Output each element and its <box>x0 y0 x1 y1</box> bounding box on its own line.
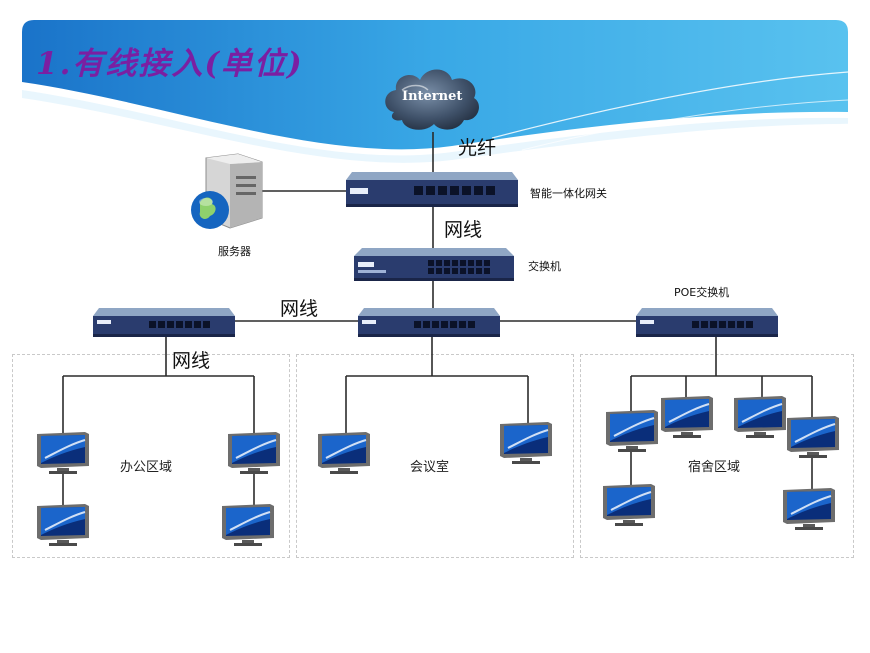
core-switch-label: 交换机 <box>528 260 561 273</box>
dorm-computer-icon <box>606 410 658 452</box>
poe-switch-icon <box>636 308 778 337</box>
fiber-label: 光纤 <box>458 137 497 159</box>
cable-label-3: 网线 <box>172 350 211 372</box>
meeting-computer-icon <box>318 432 370 474</box>
internet-cloud-icon <box>385 69 479 130</box>
office-zone-label: 办公区域 <box>120 460 173 475</box>
dorm-zone-label: 宿舍区域 <box>688 460 741 475</box>
dorm-computer-icon <box>734 396 786 438</box>
office-computer-icon <box>37 432 89 474</box>
dorm-computer-icon <box>787 416 839 458</box>
meeting-zone <box>296 354 574 558</box>
dorm-computer-icon <box>661 396 713 438</box>
slide-title: 1.有线接入(单位) <box>36 46 304 82</box>
cable-label-1: 网线 <box>444 219 483 241</box>
meeting-computer-icon <box>500 422 552 464</box>
office-computer-icon <box>222 504 274 546</box>
office-computer-icon <box>37 504 89 546</box>
office-zone <box>12 354 290 558</box>
poe-switch-label: POE交换机 <box>674 286 730 299</box>
gateway-label: 智能一体化网关 <box>530 187 607 200</box>
dorm-computer-icon <box>603 484 655 526</box>
office-switch-icon <box>93 308 235 337</box>
internet-label: Internet <box>402 89 463 104</box>
cable-label-2: 网线 <box>280 298 319 320</box>
server-icon <box>191 153 263 229</box>
office-computer-icon <box>228 432 280 474</box>
server-label: 服务器 <box>218 245 251 258</box>
meeting-zone-label: 会议室 <box>410 460 450 475</box>
gateway-device-icon <box>346 172 518 207</box>
dorm-computer-icon <box>783 488 835 530</box>
dorm-zone <box>580 354 854 558</box>
meeting-switch-icon <box>358 308 500 337</box>
core-switch-icon <box>354 248 514 281</box>
